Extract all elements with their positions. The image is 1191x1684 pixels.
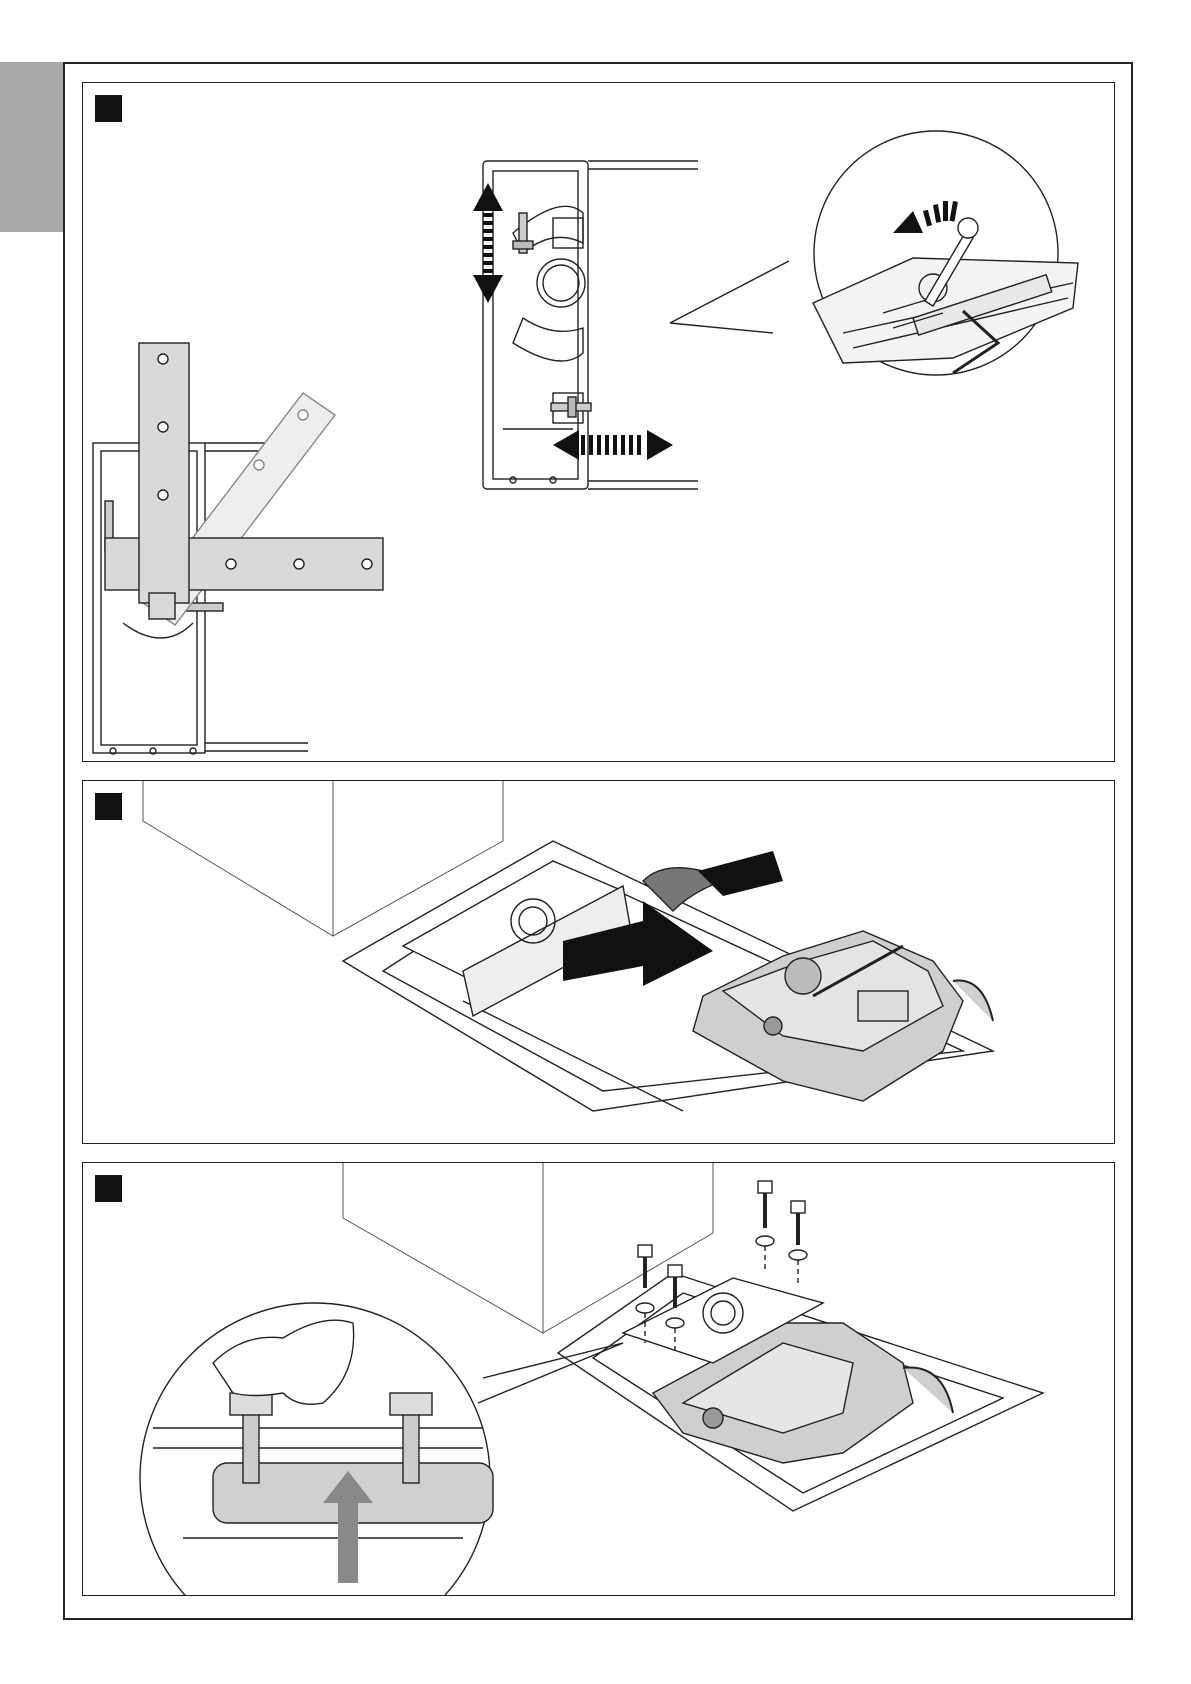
lever-arm-vertical xyxy=(139,343,189,619)
figure-2 xyxy=(82,780,1115,1144)
figure-1 xyxy=(82,82,1115,762)
figure-3-drawing xyxy=(83,1163,1115,1596)
figure-1-drawing xyxy=(83,83,1115,762)
detail-zoom-circle xyxy=(670,131,1078,375)
bolt-detail-zoom xyxy=(140,1303,623,1596)
side-tab xyxy=(0,62,63,232)
figure-2-drawing xyxy=(83,781,1115,1144)
figure-3 xyxy=(82,1162,1115,1596)
